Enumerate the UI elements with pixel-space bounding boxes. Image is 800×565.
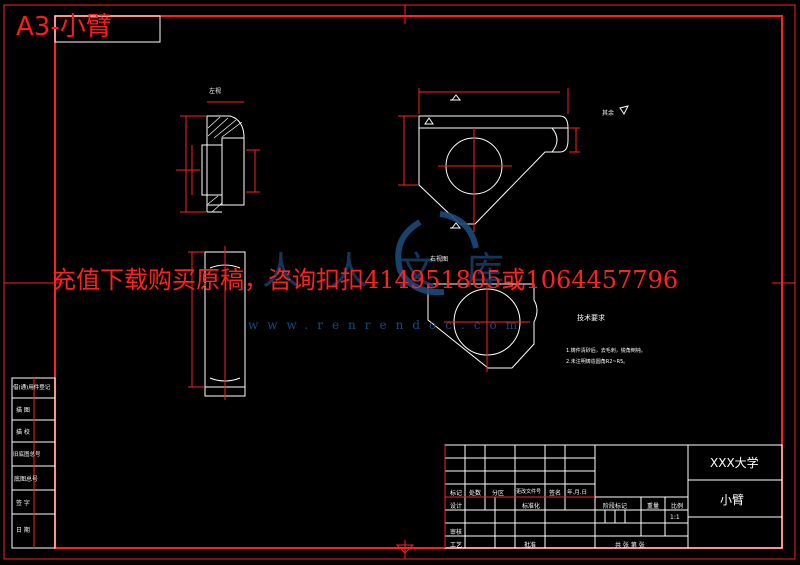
row-label: 工艺 xyxy=(450,542,463,549)
stage-label: 阶段标记 xyxy=(603,503,628,510)
tech-item-1: 1.铸件清砂后，去毛刺，锐角倒钝。 xyxy=(566,348,646,354)
watermark-url: www.renrendoc.com xyxy=(248,318,527,332)
stamp-label: 旧底图总号 xyxy=(13,452,41,458)
scale-label: 比例 xyxy=(671,503,684,510)
header-cell: 分区 xyxy=(492,490,505,497)
sheet-title: A3-小臂 xyxy=(16,12,112,42)
side-view-label: 左视 xyxy=(209,88,222,95)
watermark-logo xyxy=(395,211,479,296)
stamp-label: 签 字 xyxy=(16,500,30,507)
part-name: 小臂 xyxy=(720,493,745,507)
scale-value: 1:1 xyxy=(670,514,680,521)
watermark-brand: 人人文库 xyxy=(262,249,535,293)
sheet-title-box xyxy=(54,15,161,43)
stamp-label: 借(通)用件登记 xyxy=(13,385,51,391)
left-stamp-grid xyxy=(11,377,56,549)
left-bottom-view xyxy=(188,246,246,400)
main-front-view xyxy=(398,88,629,232)
inner-frame xyxy=(54,15,783,549)
tech-item-2: 2.未注明铸造圆角R2~R5。 xyxy=(566,359,629,365)
outer-border xyxy=(3,4,796,560)
left-front-hatch xyxy=(207,116,243,213)
tech-heading: 技术要求 xyxy=(577,314,605,322)
sheet-info: 共 张 第 张 xyxy=(615,542,645,549)
left-front-view xyxy=(176,101,260,213)
center-marks xyxy=(4,5,795,559)
header-cell: 年.月.日 xyxy=(567,490,587,496)
title-block-accents xyxy=(444,445,595,548)
row-label: 设计 xyxy=(450,503,463,510)
weight-label: 重量 xyxy=(647,503,660,510)
standard-label: 标准化 xyxy=(522,503,541,510)
row-label: 审核 xyxy=(450,529,463,536)
school-name: XXX大学 xyxy=(710,456,759,470)
stamp-label: 底图总号 xyxy=(14,476,39,483)
header-cell: 处数 xyxy=(469,490,482,497)
approve-label: 批准 xyxy=(524,542,537,549)
stamp-label: 描 图 xyxy=(16,407,30,414)
purchase-banner: 充值下载购买原稿，咨询扣扣414951805或1064457796 xyxy=(52,266,679,294)
section-view-label: 右视图 xyxy=(430,256,449,263)
section-view xyxy=(427,280,538,372)
header-cell: 更改文件号 xyxy=(516,489,542,495)
roughness-note: 其余 xyxy=(602,110,615,117)
header-cell: 签名 xyxy=(549,490,562,497)
header-cell: 标记 xyxy=(450,490,463,497)
stamp-label: 日 期 xyxy=(16,527,30,534)
stamp-label: 描 校 xyxy=(16,429,30,436)
